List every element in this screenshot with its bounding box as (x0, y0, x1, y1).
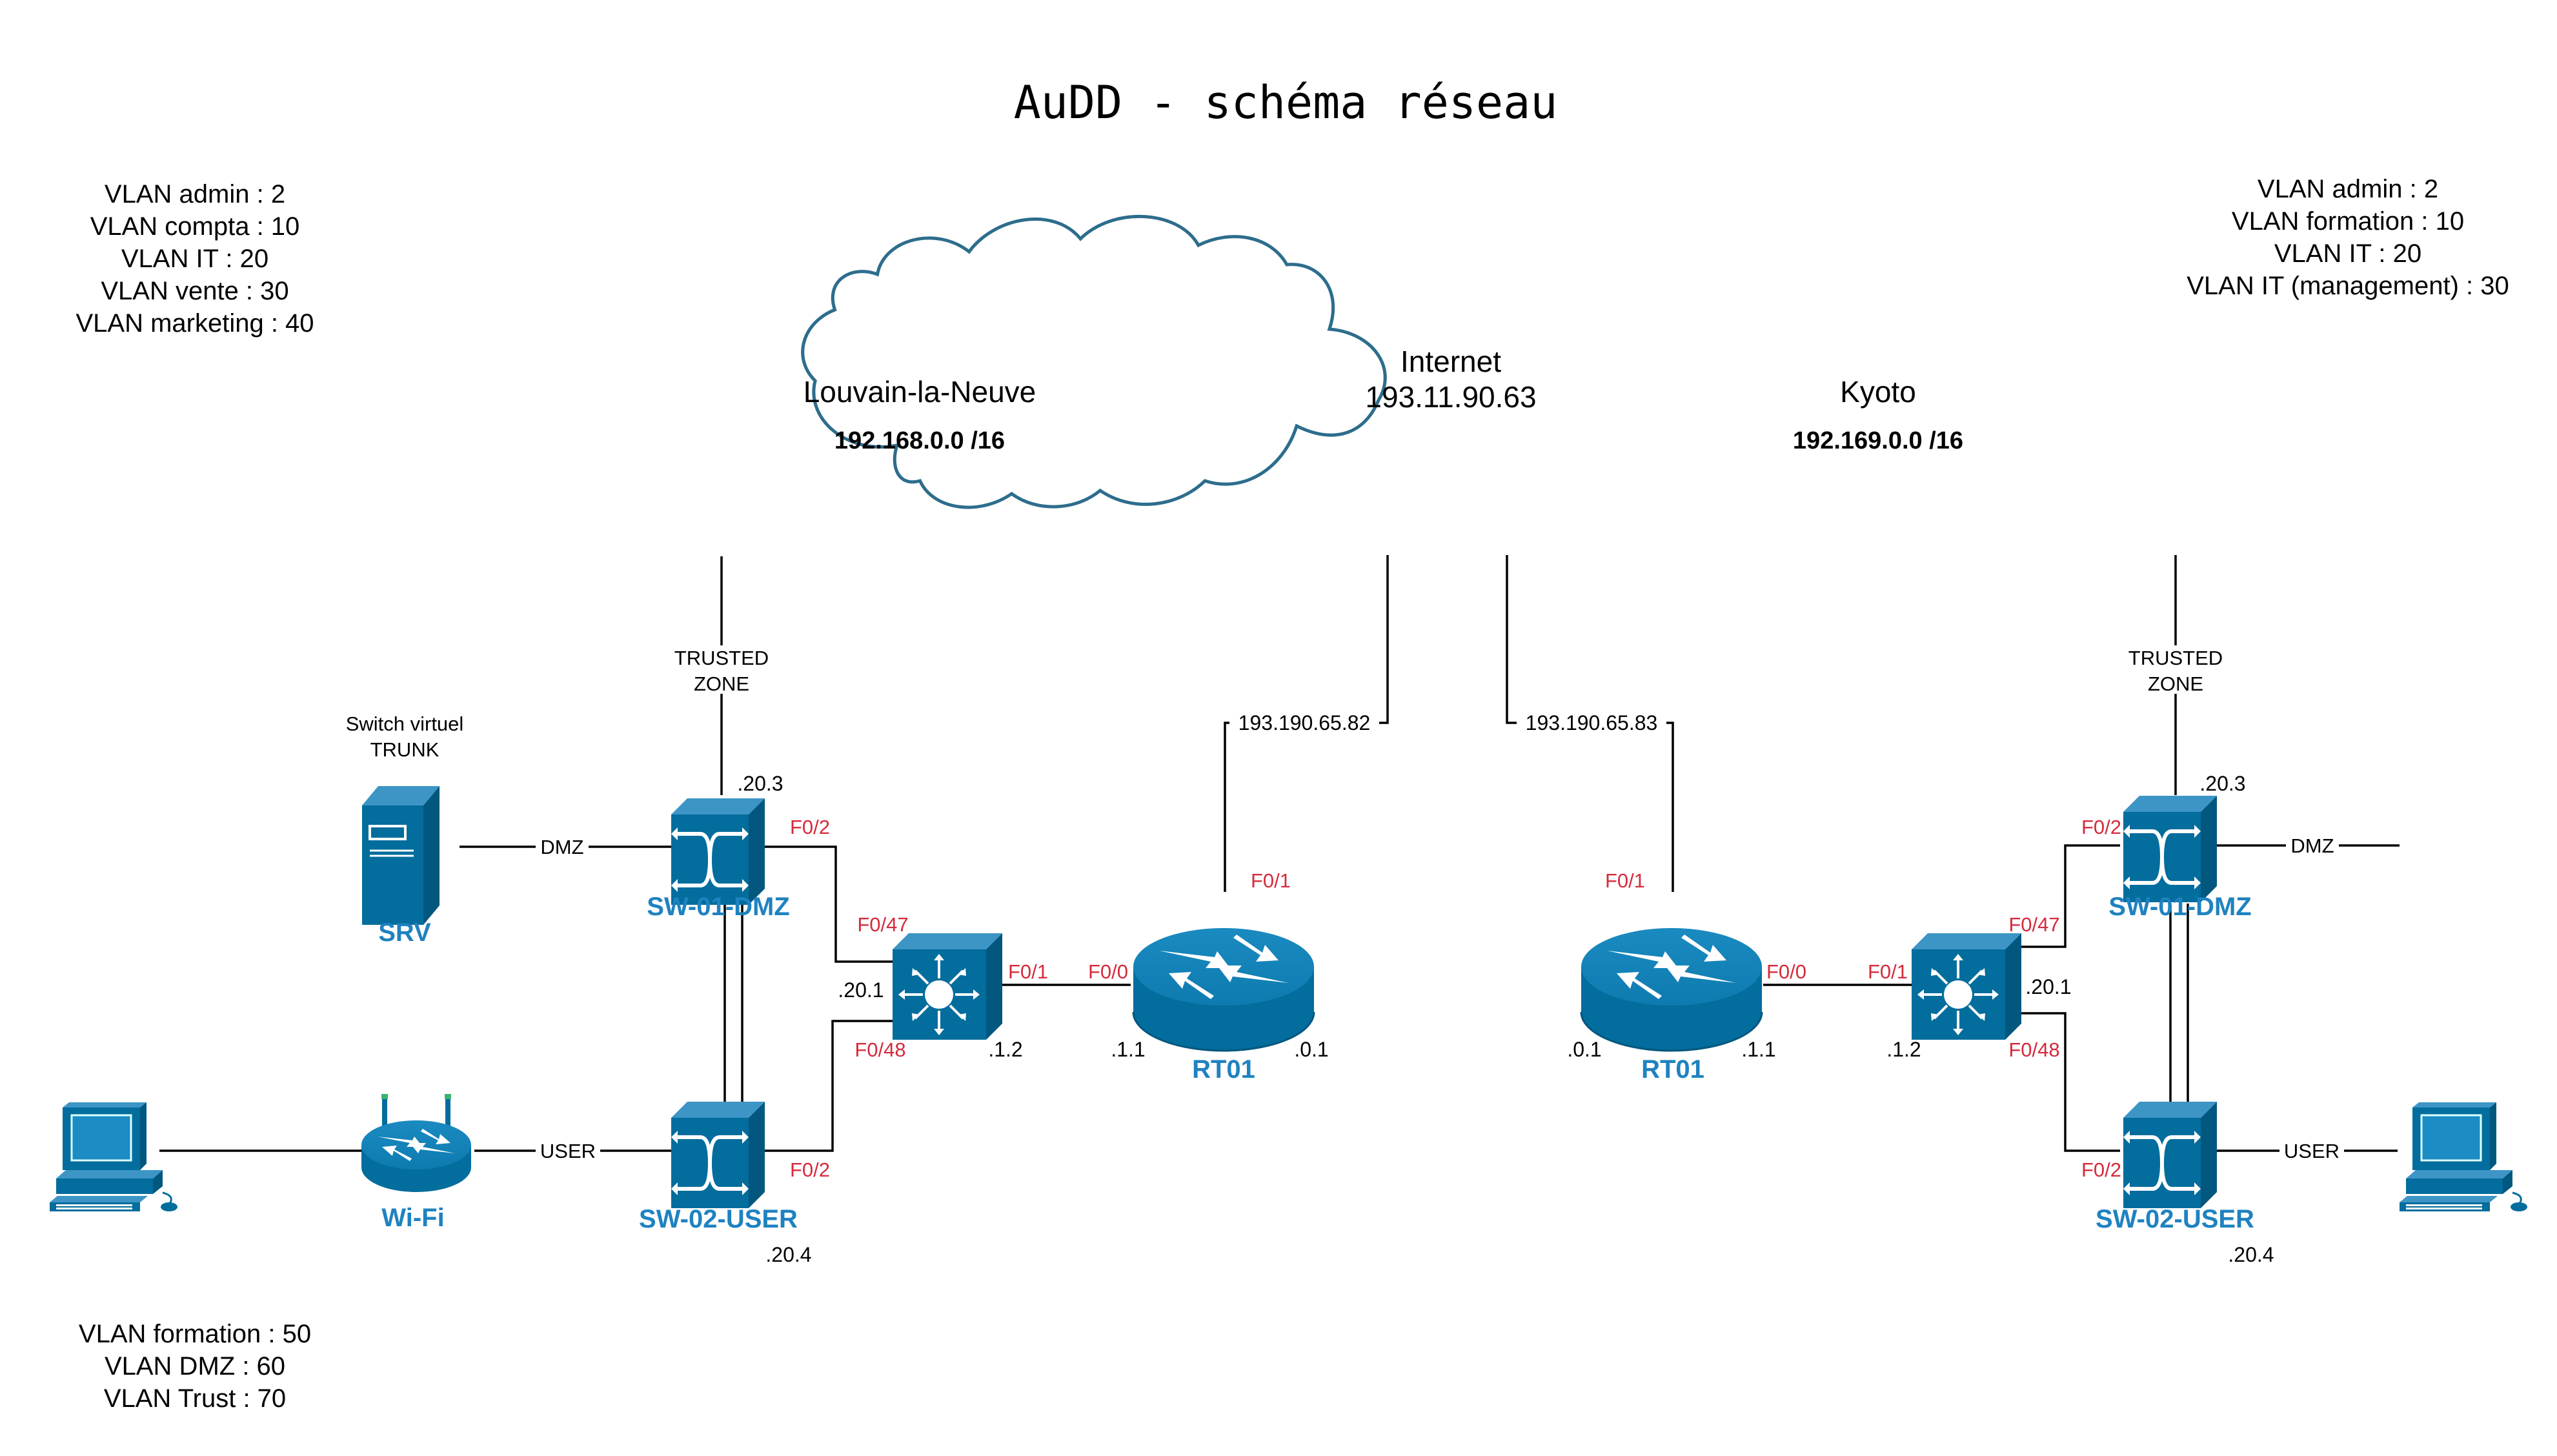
port-label: F0/1 (1008, 960, 1048, 983)
device-label-sw01: SW-01-DMZ (647, 893, 789, 921)
vlan-item: VLAN marketing : 40 (76, 309, 314, 338)
port-label: F0/47 (857, 913, 908, 936)
vlan-item: VLAN vente : 30 (101, 277, 288, 305)
device-label-router: RT01 (1641, 1055, 1704, 1084)
port-label: F0/0 (1766, 960, 1806, 983)
vlan-item: VLAN compta : 10 (90, 212, 300, 241)
port-label: F0/1 (1251, 869, 1291, 892)
ip-label: .20.1 (838, 978, 884, 1002)
port-label: F0/2 (790, 816, 830, 838)
port-label: F0/2 (2081, 1158, 2121, 1181)
port-label: F0/47 (2008, 913, 2059, 936)
switch-icon (671, 1102, 765, 1208)
dmz-link-label: DMZ (540, 836, 583, 858)
port-label: F0/1 (1605, 869, 1645, 892)
right-labels: TRUSTED ZONE DMZ USER .20.3 .20.4 .20.1 … (1517, 647, 2344, 1266)
ip-label: .0.1 (1567, 1038, 1601, 1061)
vlan-list-left-bottom: VLAN formation : 50 VLAN DMZ : 60 VLAN T… (79, 1320, 311, 1413)
port-label: F0/2 (790, 1158, 830, 1181)
router-icon (1580, 927, 1763, 1052)
switch-virtual-label: TRUNK (370, 738, 440, 761)
device-label-wifi: Wi-Fi (381, 1204, 444, 1232)
vlan-list-right-top: VLAN admin : 2 VLAN formation : 10 VLAN … (2187, 175, 2509, 300)
switch-icon (2123, 796, 2217, 902)
port-label: F0/48 (2008, 1038, 2059, 1061)
vlan-list-left-top: VLAN admin : 2 VLAN compta : 10 VLAN IT … (76, 180, 314, 338)
site-network-right: 192.169.0.0 /16 (1793, 427, 1963, 454)
vlan-item: VLAN IT (management) : 30 (2187, 272, 2509, 300)
site-name-left: Louvain-la-Neuve (803, 375, 1036, 409)
workstation-icon (2398, 1101, 2529, 1213)
left-labels: TRUSTED ZONE Switch virtuel TRUNK DMZ US… (346, 647, 1379, 1266)
router-icon (1132, 927, 1315, 1052)
ip-label: .20.3 (737, 772, 783, 795)
ip-label: .20.1 (2025, 975, 2071, 998)
site-name-right: Kyoto (1840, 375, 1916, 409)
vlan-item: VLAN IT : 20 (121, 245, 268, 273)
vlan-item: VLAN Trust : 70 (104, 1384, 286, 1413)
ip-label: .1.1 (1111, 1038, 1145, 1061)
diagram-title: AuDD - schéma réseau (1014, 76, 1558, 129)
switch-icon (671, 798, 765, 905)
switch-icon (2123, 1102, 2217, 1208)
ip-label: .1.1 (1741, 1038, 1775, 1061)
ip-label: .1.2 (1886, 1038, 1921, 1061)
vlan-item: VLAN IT : 20 (2274, 239, 2421, 268)
ip-label: .20.4 (2228, 1243, 2274, 1266)
vlan-item: VLAN DMZ : 60 (105, 1352, 285, 1380)
user-link-label: USER (540, 1140, 596, 1162)
port-label: F0/1 (1868, 960, 1908, 983)
port-label: F0/48 (854, 1038, 905, 1061)
device-label-sw02: SW-02-USER (639, 1205, 798, 1233)
port-label: F0/2 (2081, 816, 2121, 838)
vlan-item: VLAN formation : 50 (79, 1320, 311, 1348)
vlan-item: VLAN formation : 10 (2232, 207, 2464, 236)
trusted-zone-label: TRUSTED (2128, 647, 2223, 669)
port-label: F0/0 (1088, 960, 1128, 983)
device-label-router: RT01 (1192, 1055, 1255, 1084)
site-network-left: 192.168.0.0 /16 (834, 427, 1005, 454)
wifi-router-icon (361, 1094, 471, 1192)
wan-ip-label: 193.190.65.82 (1238, 711, 1371, 734)
workstation-icon (48, 1101, 179, 1213)
internet-label: Internet (1400, 345, 1501, 378)
server-icon (361, 785, 441, 926)
vlan-item: VLAN admin : 2 (2258, 175, 2438, 203)
l3-switch-icon (1910, 932, 2023, 1041)
device-label-sw01: SW-01-DMZ (2108, 893, 2251, 921)
ip-label: .1.2 (988, 1038, 1022, 1061)
device-label-sw02: SW-02-USER (2096, 1205, 2254, 1233)
cloud-icon (801, 215, 1387, 509)
wan-ip-label: 193.190.65.83 (1526, 711, 1658, 734)
dmz-link-label: DMZ (2290, 834, 2334, 857)
device-label-srv: SRV (378, 918, 431, 947)
vlan-item: VLAN admin : 2 (105, 180, 285, 208)
trusted-zone-label: ZONE (694, 672, 749, 695)
internet-cloud: Internet 193.11.90.63 (801, 215, 1537, 509)
internet-ip: 193.11.90.63 (1365, 380, 1536, 414)
user-link-label: USER (2284, 1140, 2340, 1162)
ip-label: .20.4 (765, 1243, 811, 1266)
trusted-zone-label: ZONE (2148, 672, 2203, 695)
switch-virtual-label: Switch virtuel (346, 713, 464, 735)
ip-label: .0.1 (1294, 1038, 1328, 1061)
trusted-zone-label: TRUSTED (674, 647, 769, 669)
l3-switch-icon (891, 932, 1004, 1041)
ip-label: .20.3 (2199, 772, 2245, 795)
